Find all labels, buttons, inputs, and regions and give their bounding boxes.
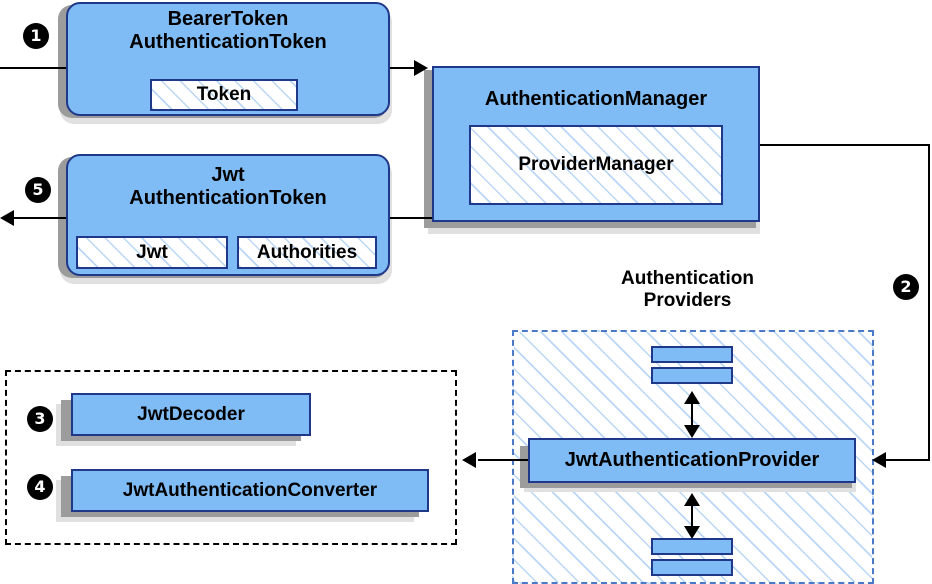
provider-top-arrow-up [684, 391, 700, 404]
manager-to-provider-line-right [928, 144, 930, 461]
bearer-token-title-line2: AuthenticationToken [129, 31, 327, 53]
authentication-manager-title: AuthenticationManager [484, 88, 708, 110]
jwt-token-inner-jwt-box[interactable]: Jwt [76, 236, 228, 269]
node-jwt-authentication-converter[interactable]: JwtAuthenticationConverter [71, 469, 429, 512]
response-outbound-line [8, 217, 66, 219]
bearer-token-title-line1: BearerToken [167, 8, 289, 30]
provider-top-arrow-shaft [691, 397, 693, 431]
step-badge-4: 4 [27, 474, 53, 500]
authentication-manager-inner-provider-manager[interactable]: ProviderManager [469, 125, 723, 205]
provider-stack-top-bar-2 [651, 367, 733, 384]
jwt-token-inner-authorities-box[interactable]: Authorities [237, 236, 377, 269]
provider-to-support-arrowhead [462, 452, 476, 468]
request-inbound-line [0, 67, 66, 69]
manager-to-jwt-token-line [390, 217, 432, 219]
step-badge-5: 5 [25, 177, 51, 203]
provider-bottom-arrow-shaft [691, 499, 693, 532]
provider-stack-bottom-bar-1 [651, 538, 733, 555]
step-badge-3: 3 [27, 406, 53, 432]
node-jwt-decoder[interactable]: JwtDecoder [71, 393, 311, 436]
step-badge-2: 2 [893, 274, 919, 300]
manager-to-provider-arrowhead [872, 452, 886, 468]
provider-top-arrow-down [684, 425, 700, 438]
bearer-token-inner-token-box[interactable]: Token [150, 79, 298, 111]
authentication-providers-caption-line2: Providers [643, 289, 732, 311]
provider-stack-bottom-bar-2 [651, 559, 733, 576]
provider-to-support-line [478, 459, 528, 461]
provider-bottom-arrow-up [684, 493, 700, 506]
bearer-to-manager-arrowhead [414, 60, 428, 76]
jwt-token-title-line2: AuthenticationToken [129, 187, 327, 209]
node-jwt-authentication-provider[interactable]: JwtAuthenticationProvider [528, 438, 856, 483]
provider-stack-top-bar-1 [651, 346, 733, 363]
bearer-to-manager-line [390, 67, 418, 69]
manager-to-provider-line-bottom [886, 459, 930, 461]
provider-bottom-arrow-down [684, 526, 700, 539]
authentication-providers-caption: Authentication Providers [565, 268, 810, 312]
jwt-token-title-line1: Jwt [211, 164, 245, 186]
authentication-providers-caption-line1: Authentication [621, 268, 754, 289]
step-badge-1: 1 [23, 23, 49, 49]
manager-to-provider-line-top [758, 144, 930, 146]
response-outbound-arrowhead [0, 210, 14, 226]
